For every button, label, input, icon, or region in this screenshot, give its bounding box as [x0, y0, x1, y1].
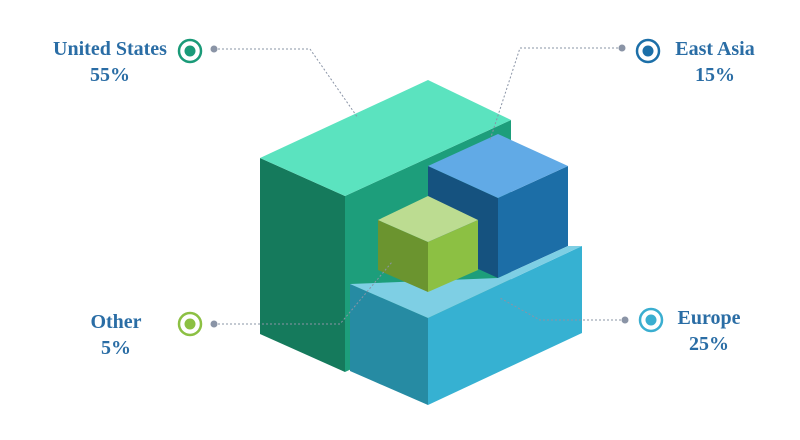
block-europe [350, 246, 582, 405]
label-other-name: Other [90, 311, 142, 333]
leader-line-other [214, 261, 393, 325]
block-east-asia-top-face [428, 134, 568, 198]
leader-lines [214, 47, 625, 325]
label-europe-value: 25% [689, 333, 729, 355]
legend-marker-united-states [177, 38, 203, 64]
block-europe-top-face [350, 246, 582, 318]
label-east-asia-value: 15% [695, 64, 735, 86]
leader-line-united-states [214, 48, 359, 119]
label-united-states-value: 55% [90, 64, 130, 86]
legend-marker-east-asia [635, 38, 661, 64]
leader-dot-united-states [210, 45, 218, 53]
legend-marker-east-asia-dot [642, 45, 654, 57]
leader-line-east-asia [489, 47, 622, 141]
legend-marker-europe [638, 307, 664, 333]
legend-marker-other [177, 311, 203, 337]
block-united-states-top-face [260, 80, 511, 196]
label-united-states: United States 55% [40, 36, 180, 88]
block-other-left-face [378, 220, 428, 292]
label-other-value: 5% [101, 337, 131, 359]
label-united-states-name: United States [53, 38, 167, 60]
label-east-asia: East Asia 15% [665, 36, 765, 88]
leader-dot-other [210, 320, 218, 328]
block-europe-left-face [350, 284, 428, 405]
leader-line-europe [499, 297, 625, 321]
leader-dots [210, 44, 629, 328]
block-east-asia-right-face [498, 166, 568, 278]
label-east-asia-name: East Asia [675, 38, 755, 60]
block-europe-right-face [428, 246, 582, 405]
block-other-top-face [378, 196, 478, 242]
legend-marker-other-dot [184, 318, 196, 330]
block-united-states-left-face [260, 158, 345, 372]
leader-dot-east-asia [618, 44, 626, 52]
label-other: Other 5% [78, 309, 154, 361]
label-europe: Europe 25% [664, 305, 754, 357]
block-other [378, 196, 478, 292]
legend-marker-europe-dot [645, 314, 657, 326]
legend-marker-united-states-dot [184, 45, 196, 57]
leader-dot-europe [621, 316, 629, 324]
block-other-right-face [428, 220, 478, 292]
label-europe-name: Europe [677, 307, 741, 329]
